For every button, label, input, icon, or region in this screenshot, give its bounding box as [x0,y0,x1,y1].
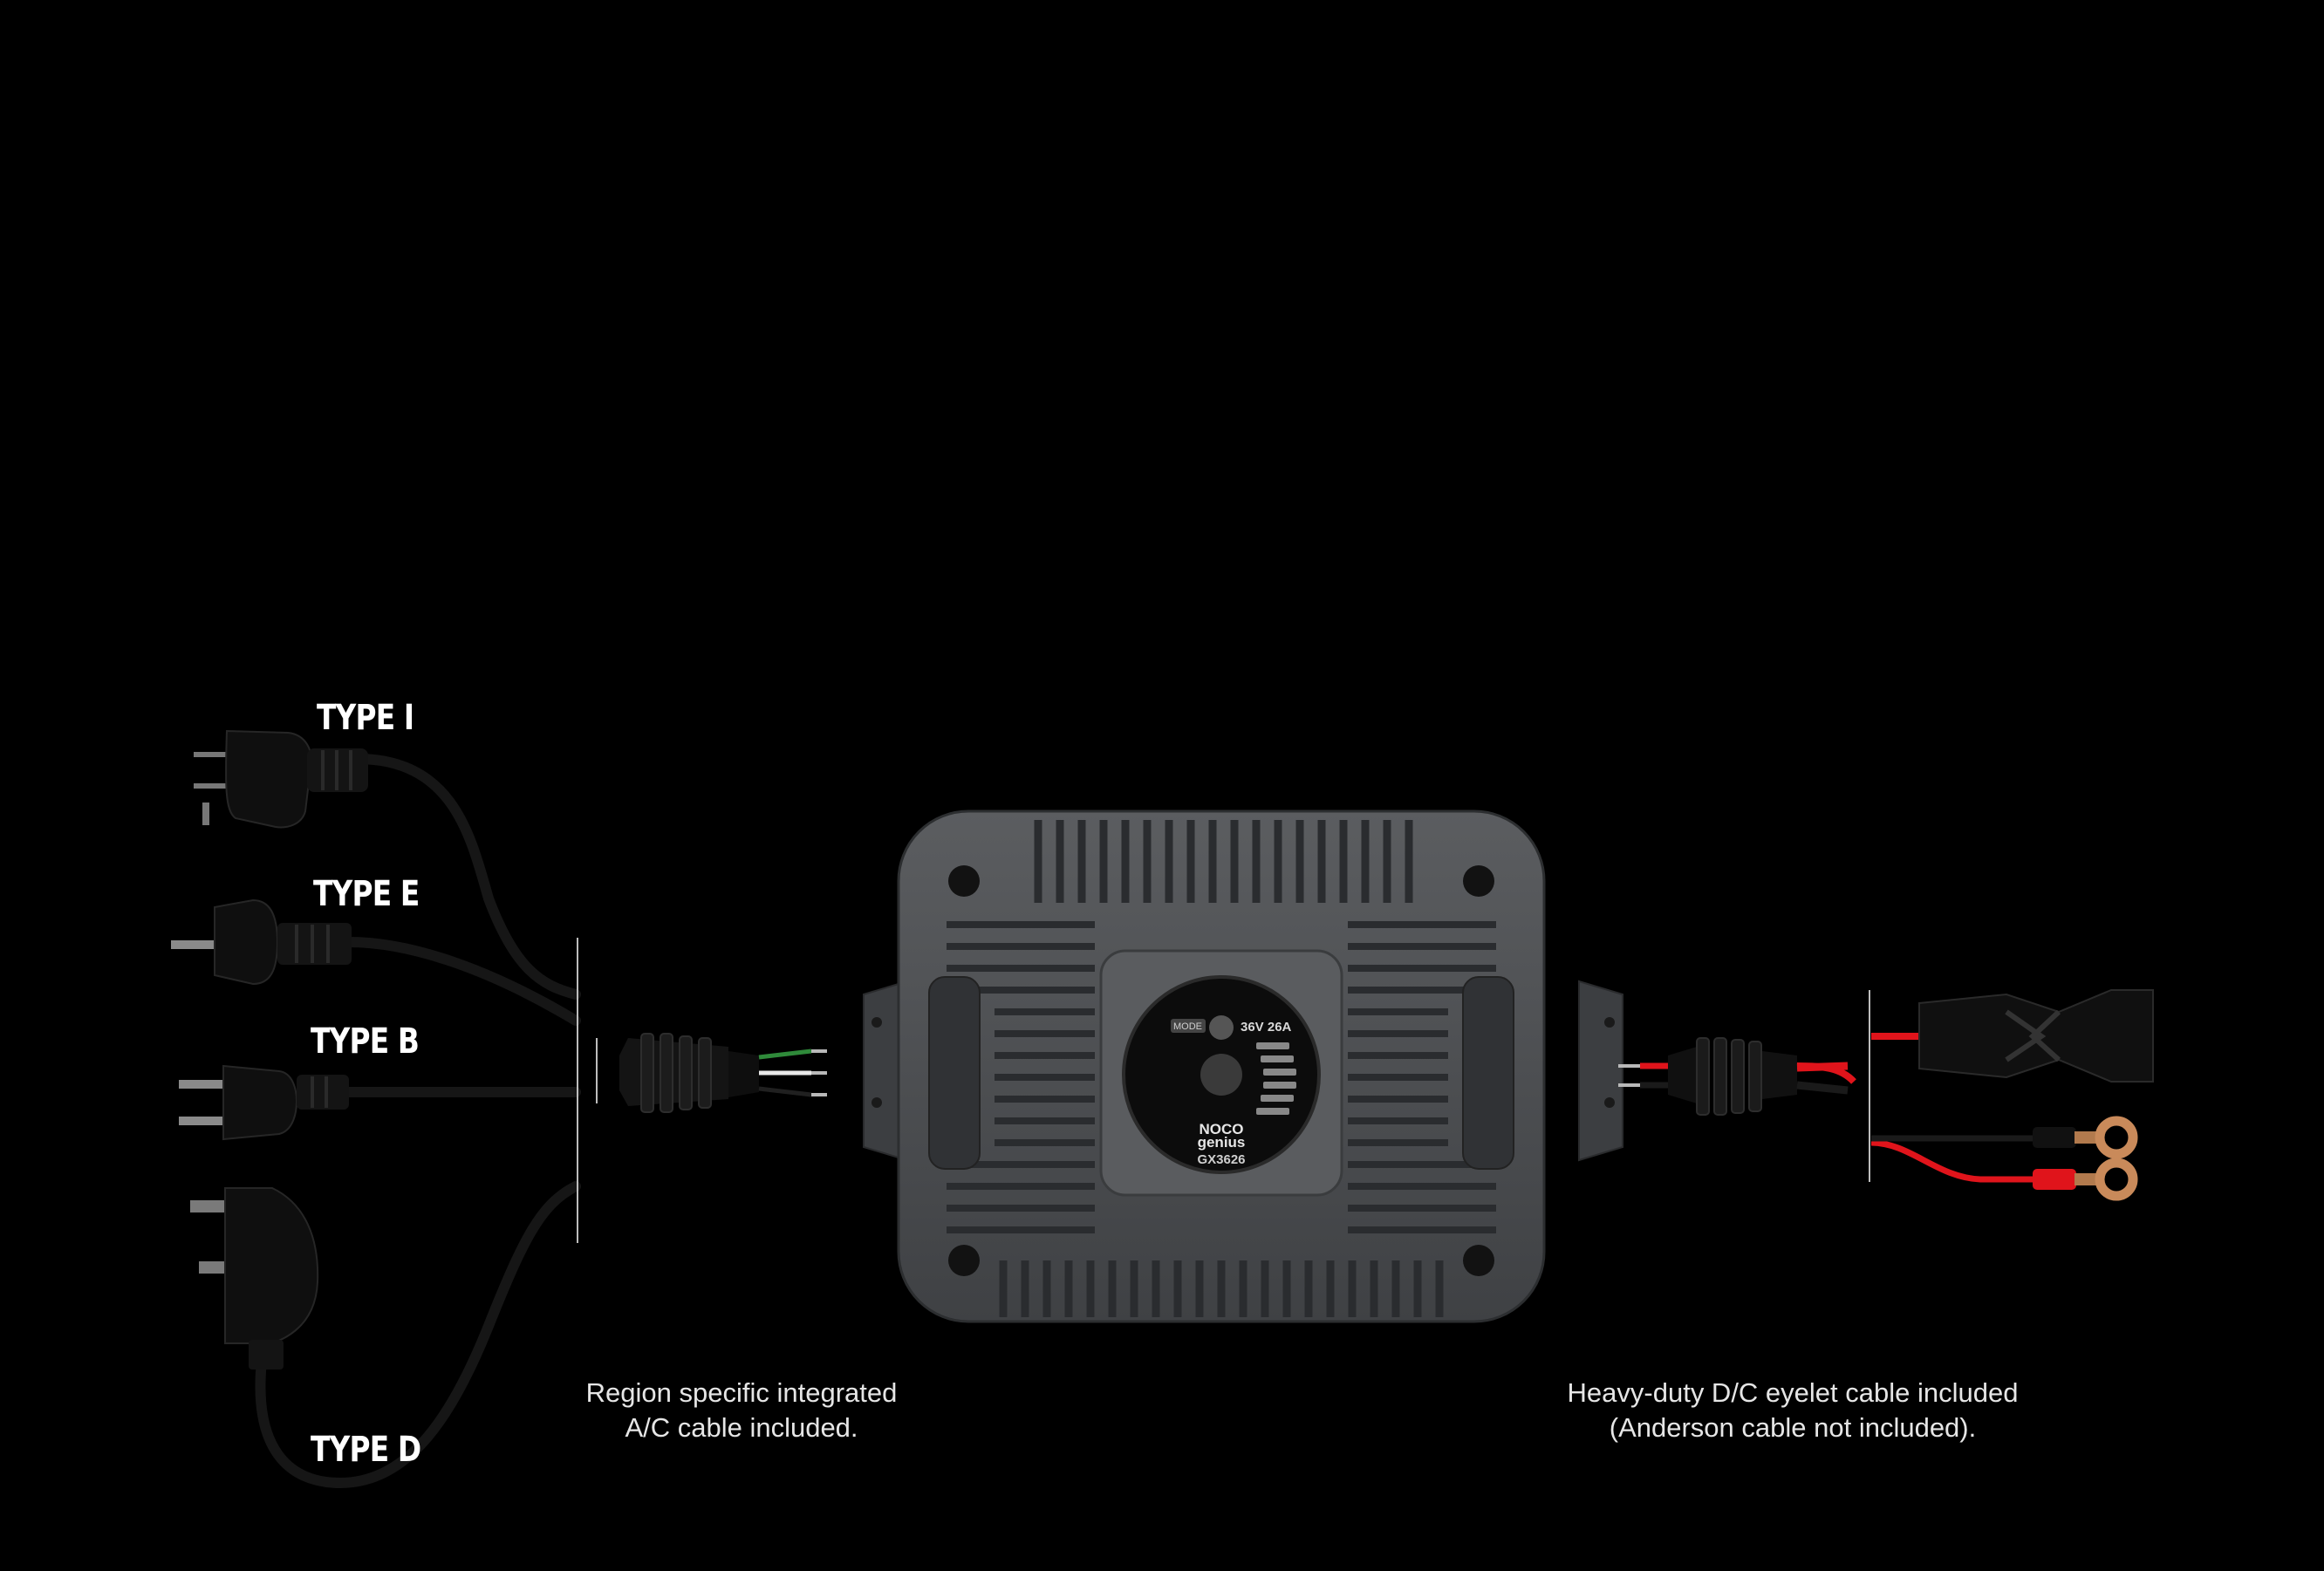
ac-strain-relief [619,1033,827,1113]
charger-housing [863,809,1623,1323]
mode-button-label: MODE [1173,1021,1202,1032]
type-e-plug-icon [171,898,352,986]
type-i-label: TYPE I [317,698,414,738]
device-product-line: genius [1198,1134,1246,1151]
dc-cable-caption-line1: Heavy-duty D/C eyelet cable included [1567,1377,2019,1408]
type-d-plug-icon [190,1187,319,1370]
device-rating: 36V 26A [1241,1020,1292,1035]
type-d-label: TYPE D [311,1430,421,1470]
eyelet-terminals-icon [1870,1116,2138,1201]
ac-cable-caption: Region specific integrated A/C cable inc… [506,1376,977,1445]
device-brand: NOCO [1200,1121,1244,1137]
ac-cable-caption-line2: A/C cable included. [625,1412,858,1443]
dc-cable-caption-line2: (Anderson cable not included). [1609,1412,1977,1443]
dc-cable-caption: Heavy-duty D/C eyelet cable included (An… [1483,1376,2102,1445]
anderson-connector-icon [1871,989,2154,1083]
ac-cable-bundle [255,754,581,1489]
type-b-plug-icon [179,1064,349,1141]
ac-cable-caption-line1: Region specific integrated [585,1377,898,1408]
device-model: GX3626 [1197,1152,1245,1167]
type-e-label: TYPE E [313,874,420,914]
type-i-plug-icon [194,729,368,829]
type-b-label: TYPE B [311,1021,420,1062]
dc-output-connector [1618,1037,1856,1116]
